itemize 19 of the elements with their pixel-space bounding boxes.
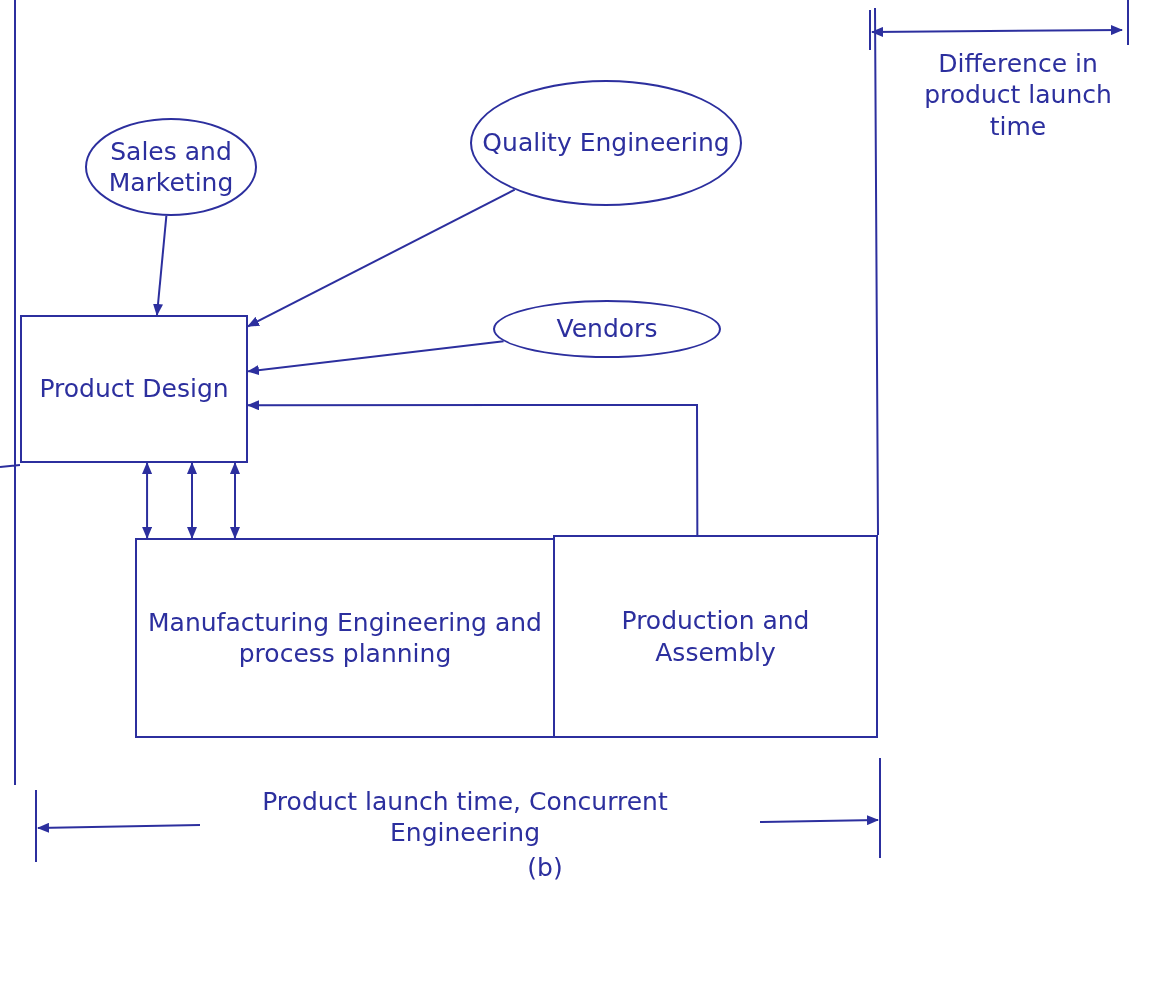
arrow (247, 400, 699, 536)
node-label: Vendors (556, 313, 658, 345)
node-label: Sales and Marketing (107, 135, 235, 199)
node-label: Quality Engineering (482, 127, 730, 159)
node-label: Manufacturing Engineering and process planning (147, 606, 543, 670)
process-box (20, 315, 248, 463)
arrow (247, 188, 516, 328)
arrow (230, 462, 240, 539)
process-box (553, 535, 878, 738)
arrow (153, 214, 168, 316)
node-label: Production and Assembly (620, 605, 811, 668)
figure-label: (b) (526, 852, 564, 884)
process-box (135, 538, 555, 738)
arrow (187, 462, 198, 539)
arrow (247, 340, 505, 376)
arrow (142, 462, 153, 539)
dimension-label: Difference in product launch time (923, 48, 1113, 142)
node-label: Product Design (39, 373, 229, 405)
dimension-label: Product launch time, Concurrent Engineering (261, 786, 669, 849)
